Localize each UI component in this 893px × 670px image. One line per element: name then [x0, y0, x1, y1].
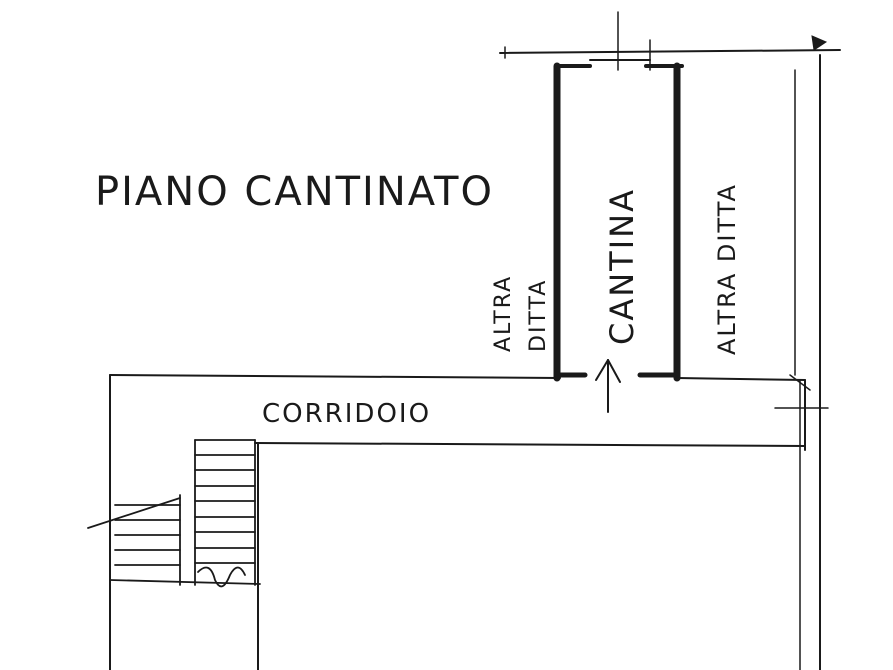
corridor-walls [109, 374, 806, 670]
altra-ditta-left-label-1: ALTRA [491, 275, 516, 352]
altra-ditta-right-label: ALTRA DITTA [713, 183, 741, 355]
entrance-arrow [595, 359, 621, 413]
cantina-label: CANTINA [603, 188, 641, 345]
plan-title: PIANO CANTINATO [95, 169, 494, 215]
corridor-label: CORRIDOIO [262, 399, 431, 429]
altra-ditta-left-label-2: DITTA [526, 279, 551, 352]
staircase [87, 439, 261, 588]
top-dimension-line [499, 49, 841, 54]
cantina-walls [553, 62, 684, 382]
